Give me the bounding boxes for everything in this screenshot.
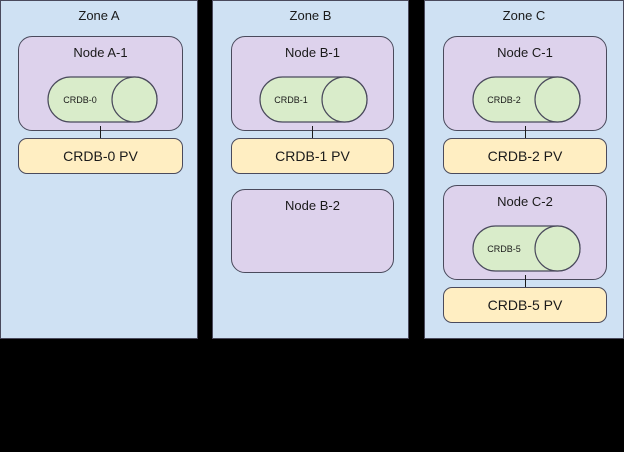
database-cylinder-crdb-2: CRDB-2 (472, 76, 581, 123)
zone-b: Zone B Node B-1 CRDB-1 CRDB-1 PV Node B-… (212, 0, 409, 339)
node-c-2-title: Node C-2 (497, 194, 553, 209)
database-cylinder-crdb-5: CRDB-5 (472, 225, 581, 272)
node-a-1: Node A-1 CRDB-0 (18, 36, 183, 131)
connector-node-c-2-to-pv (525, 275, 526, 289)
volume-crdb-5-pv-label: CRDB-5 PV (487, 297, 563, 313)
zone-b-title: Zone B (289, 8, 332, 23)
database-cylinder-crdb-0: CRDB-0 (47, 76, 158, 123)
zone-c-title: Zone C (502, 8, 546, 23)
zone-c: Zone C Node C-1 CRDB-2 CRDB-2 PV Node C-… (424, 0, 624, 339)
node-b-2-title: Node B-2 (285, 198, 340, 213)
zone-a: Zone A Node A-1 CRDB-0 CRDB-0 PV (0, 0, 198, 339)
node-a-1-title: Node A-1 (73, 45, 128, 60)
node-b-1: Node B-1 CRDB-1 (231, 36, 394, 131)
node-b-2: Node B-2 (231, 189, 394, 273)
volume-crdb-5-pv: CRDB-5 PV (443, 287, 607, 323)
volume-crdb-1-pv-label: CRDB-1 PV (275, 148, 350, 164)
volume-crdb-2-pv-label: CRDB-2 PV (487, 148, 563, 164)
node-b-1-title: Node B-1 (285, 45, 340, 60)
node-c-2: Node C-2 CRDB-5 (443, 185, 607, 280)
node-c-1: Node C-1 CRDB-2 (443, 36, 607, 131)
volume-crdb-0-pv: CRDB-0 PV (18, 138, 183, 174)
volume-crdb-1-pv: CRDB-1 PV (231, 138, 394, 174)
connector-node-a-1-to-pv (100, 126, 101, 140)
volume-crdb-0-pv-label: CRDB-0 PV (63, 148, 138, 164)
database-cylinder-crdb-1: CRDB-1 (259, 76, 368, 123)
node-c-1-title: Node C-1 (497, 45, 553, 60)
connector-node-b-1-to-pv (312, 126, 313, 140)
zone-a-title: Zone A (78, 8, 120, 23)
volume-crdb-2-pv: CRDB-2 PV (443, 138, 607, 174)
connector-node-c-1-to-pv (525, 126, 526, 140)
